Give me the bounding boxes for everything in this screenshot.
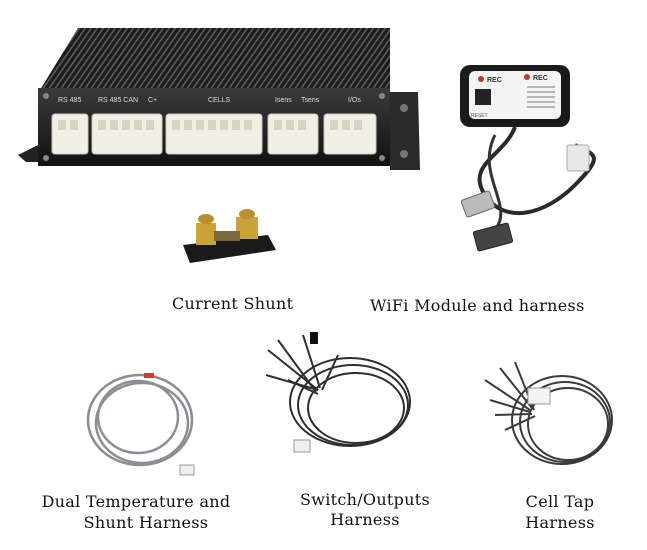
wifi-module-image: REC REC RESET	[460, 65, 596, 252]
port-label-rs485-can: RS 485 CAN	[98, 97, 138, 104]
caption-wifi-module: WiFi Module and harness	[370, 296, 585, 315]
switch-outputs-harness-image	[265, 332, 411, 453]
caption-current-shunt: Current Shunt	[172, 294, 294, 313]
caption-switch-line1: Switch/Outputs	[299, 490, 431, 509]
wifi-brand-left: REC	[487, 77, 502, 84]
port-label-isens: Isens	[275, 97, 292, 104]
caption-dual-temp-line1: Dual Temperature and	[41, 492, 231, 511]
dual-temperature-harness-image	[86, 373, 195, 476]
connector-rs485-can	[91, 113, 163, 155]
port-label-tsens: Tsens	[301, 97, 320, 104]
wifi-brand-right: REC	[533, 75, 548, 82]
port-label-rs485: RS 485	[58, 97, 81, 104]
wifi-connector-white	[566, 144, 590, 172]
dual-temp-connector	[179, 464, 195, 476]
current-shunt-image	[183, 209, 276, 263]
caption-switch-line2: Harness	[330, 510, 400, 529]
wifi-connector-a	[460, 190, 496, 218]
caption-cell-tap-line1: Cell Tap	[525, 492, 595, 511]
cell-tap-connector	[527, 387, 551, 405]
cell-tap-harness-image	[484, 361, 613, 465]
port-label-ios: I/Os	[348, 97, 361, 104]
qr-code	[475, 89, 491, 105]
caption-cell-tap-line2: Harness	[525, 513, 595, 532]
wifi-connector-b	[472, 222, 514, 252]
caption-dual-temp-line2: Shunt Harness	[83, 513, 209, 532]
caption-switch-outputs: Switch/Outputs Harness	[290, 490, 440, 529]
switch-connector-white	[293, 439, 311, 453]
caption-dual-temp: Dual Temperature and Shunt Harness	[36, 492, 236, 532]
port-label-cells: CELLS	[208, 97, 231, 104]
caption-cell-tap: Cell Tap Harness	[500, 492, 620, 532]
port-label-c-plus: C+	[148, 97, 157, 104]
bms-unit-image: RS 485 RS 485 CAN C+ CELLS Isens Tsens I…	[18, 28, 420, 170]
wifi-reset-label: RESET	[471, 113, 488, 119]
switch-connector-top	[310, 332, 318, 344]
